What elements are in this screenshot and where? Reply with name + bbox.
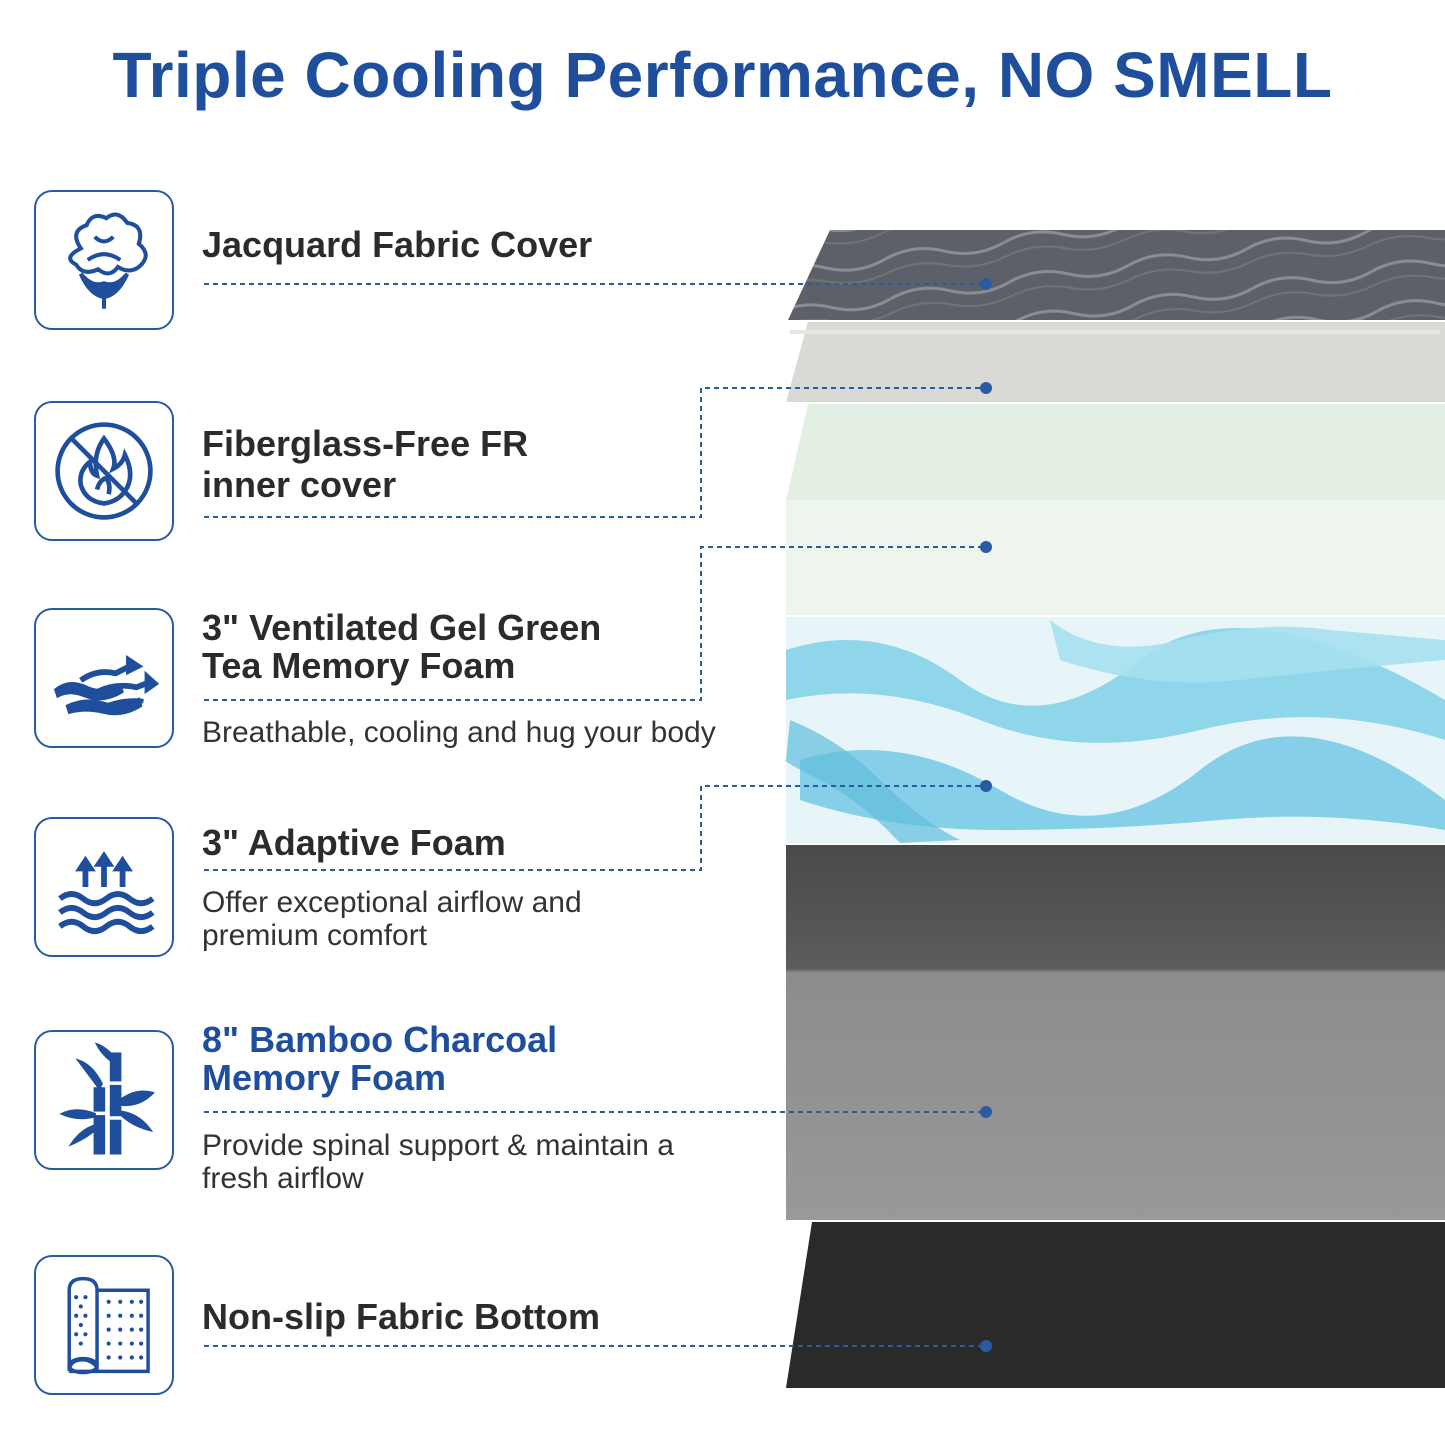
desc-bamboo-foam-line2: fresh airflow xyxy=(202,1162,364,1195)
leader-dot xyxy=(980,541,992,553)
desc-adaptive-foam-line1: Offer exceptional airflow and xyxy=(202,886,582,919)
leader-dot xyxy=(980,780,992,792)
layer-bamboo-charcoal-foam xyxy=(786,845,1445,1220)
label-bamboo-foam-line2: Memory Foam xyxy=(202,1057,447,1098)
no-fire-icon xyxy=(34,401,174,541)
desc-bamboo-foam-line1: Provide spinal support & maintain a xyxy=(202,1129,674,1162)
label-gel-foam-line2: Tea Memory Foam xyxy=(202,645,516,686)
desc-adaptive-foam-line2: premium comfort xyxy=(202,919,428,952)
leader-line-adaptive-foam xyxy=(204,785,986,871)
leader-dot xyxy=(980,1106,992,1118)
fabric-roll-icon xyxy=(34,1255,174,1395)
layer-swirl-gel-foam xyxy=(785,617,1445,843)
label-fr-cover-line2: inner cover xyxy=(202,464,397,505)
desc-gel-foam: Breathable, cooling and hug your body xyxy=(202,716,716,749)
label-fr-cover-line1: Fiberglass-Free FR xyxy=(202,423,529,464)
airflow-icon xyxy=(34,608,174,748)
label-bamboo-foam-line1: 8" Bamboo Charcoal xyxy=(202,1019,558,1060)
leader-dot xyxy=(980,382,992,394)
layer-jacquard-cover xyxy=(788,230,1445,320)
leader-dot xyxy=(980,278,992,290)
waves-arrows-icon xyxy=(34,817,174,957)
layer-non-slip-bottom xyxy=(786,1222,1445,1388)
label-jacquard-fabric-cover: Jacquard Fabric Cover xyxy=(202,224,593,265)
leader-line-fr-cover xyxy=(204,387,986,518)
leader-line-gel-foam xyxy=(204,546,986,701)
layer-fr-inner-cover xyxy=(786,322,1445,402)
page-title: Triple Cooling Performance, NO SMELL xyxy=(112,39,1333,111)
label-adaptive-foam: 3" Adaptive Foam xyxy=(202,822,506,863)
bamboo-icon xyxy=(34,1030,174,1170)
cotton-icon xyxy=(34,190,174,330)
label-gel-foam-line1: 3" Ventilated Gel Green xyxy=(202,607,602,648)
label-non-slip-bottom: Non-slip Fabric Bottom xyxy=(202,1296,600,1337)
leader-dot xyxy=(980,1340,992,1352)
